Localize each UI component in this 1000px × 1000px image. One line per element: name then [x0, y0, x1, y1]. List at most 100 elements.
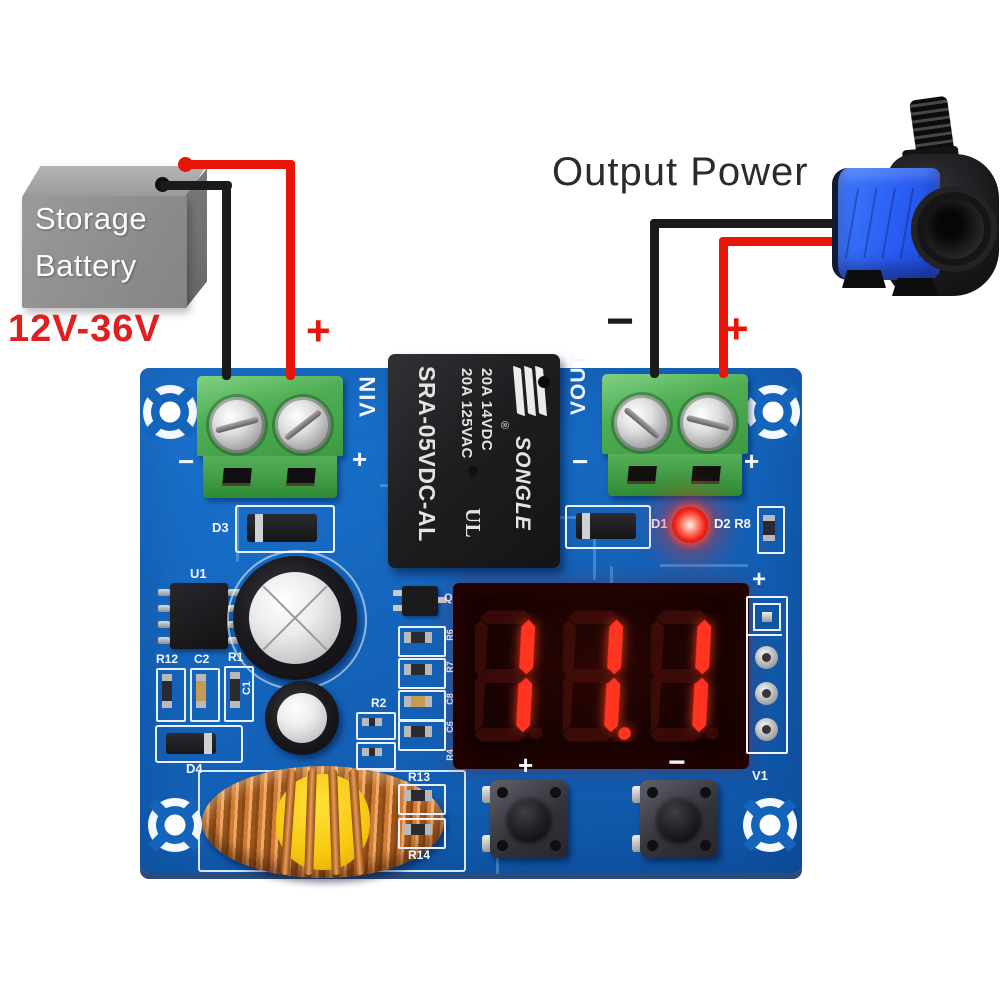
segment-d: [651, 727, 701, 742]
segment-d: [475, 727, 525, 742]
r14-resistor: [398, 818, 446, 849]
registered-mark: ®: [498, 421, 510, 430]
diode-stripe: [255, 514, 263, 542]
header-pad-round: [755, 718, 778, 741]
output-black-wire-vertical: [650, 219, 659, 378]
button-corner-dot: [647, 787, 658, 798]
button-cap: [506, 796, 552, 842]
winding-wire: [328, 768, 341, 876]
hole-center: [762, 401, 784, 423]
seven-segment-display: [453, 583, 749, 769]
input-black-wire-horizontal: [160, 181, 232, 190]
segment-e: [563, 677, 573, 733]
seven-seg-digit-2: [563, 610, 631, 742]
ic-pin: [158, 621, 170, 628]
header-divider: [748, 634, 782, 636]
output-minus-annotation: −: [606, 295, 635, 348]
transistor-leg: [438, 597, 447, 603]
smd-chip: [404, 790, 432, 801]
smd-capacitor: [398, 690, 446, 721]
ic-pin: [158, 589, 170, 596]
relay-brand: SONGLE: [511, 436, 534, 531]
r1-label: R1: [228, 650, 244, 664]
smd-chip: [196, 674, 206, 708]
flag-bar: [535, 365, 547, 417]
output-header-pins: [746, 596, 788, 754]
relay-center-dot: [468, 466, 478, 476]
header-pad-hole: [762, 725, 771, 734]
r12-label: R12: [156, 652, 179, 666]
button-corner-dot: [647, 840, 658, 851]
header-plus-mark: +: [752, 566, 767, 593]
smd-chip: [404, 664, 432, 675]
winding-wire: [348, 768, 365, 876]
smd-resistor: [398, 658, 446, 689]
button-corner-dot: [550, 787, 561, 798]
button-corner-dot: [550, 840, 561, 851]
input-red-wire-horizontal: [183, 160, 295, 169]
r13-label: R13: [408, 770, 431, 784]
power-led: [672, 507, 708, 543]
smd-resistor: [398, 720, 446, 751]
relay-brand-row: ® SONGLE: [496, 354, 560, 568]
segment-e: [651, 677, 661, 733]
terminal-screw: [614, 395, 670, 451]
r1-resistor: [224, 666, 254, 722]
button-corner-dot: [700, 787, 711, 798]
pcb-trace: [236, 504, 239, 562]
smd-chip: [404, 696, 432, 707]
output-power-title: Output Power: [552, 150, 809, 194]
relay-pin-hole: [538, 376, 550, 388]
q1-transistor: [393, 586, 447, 616]
relay-ratings: 20A 14VDC 20A 125VAC UL: [444, 354, 496, 568]
screw-slot: [214, 416, 260, 434]
d3-outline: [235, 505, 335, 553]
mounting-hole: [143, 385, 197, 439]
pcb-board: VIN + − VOUT − + ® SONGLE 20A 14VDC: [140, 353, 802, 878]
segment-e: [475, 677, 485, 733]
seven-seg-digit-1: [475, 610, 543, 742]
smd-chip: [404, 824, 432, 835]
songle-flag-logo: [512, 365, 548, 417]
c1-capacitor: [265, 681, 339, 755]
d4-outline: [155, 725, 243, 763]
segment-c: [516, 677, 533, 733]
pump-foot: [842, 270, 886, 288]
smd-chip: [404, 726, 432, 737]
capacitor-top: [277, 693, 327, 743]
vin-silkscreen-label: VIN: [355, 374, 380, 417]
battery-voltage-range: 12V-36V: [8, 308, 161, 350]
relay-markings: ® SONGLE 20A 14VDC 20A 125VAC UL SRA-05V…: [388, 354, 560, 568]
terminal-wire-entry: [608, 454, 742, 496]
wire-slot: [222, 468, 252, 486]
segment-c: [692, 677, 709, 733]
d3-label: D3: [212, 520, 229, 535]
header-pad-square: [753, 603, 781, 631]
input-plus-annotation: +: [306, 307, 331, 354]
decimal-point: [706, 727, 719, 740]
diode-stripe: [582, 513, 590, 539]
segment-g: [477, 669, 528, 683]
ic-pin: [158, 637, 170, 644]
smd-chip: [763, 515, 775, 541]
d3-diode: [247, 514, 317, 542]
segment-b: [695, 619, 712, 675]
u1-label: U1: [190, 566, 207, 581]
button-minus-label: −: [668, 746, 686, 779]
d1-label: D1: [651, 516, 668, 531]
increase-button[interactable]: [482, 780, 568, 858]
button-corner-dot: [497, 787, 508, 798]
r8-resistor: [757, 506, 785, 554]
r12-resistor: [156, 668, 186, 722]
smd-chip: [230, 672, 240, 708]
battery-label-line1: Storage: [35, 201, 148, 236]
wire-slot: [286, 468, 316, 486]
d4-diode: [166, 733, 216, 754]
segment-a: [568, 610, 620, 625]
wire-slot: [627, 466, 657, 484]
header-pad-round: [755, 646, 778, 669]
ul-cert-mark: UL: [461, 508, 485, 538]
water-pump: [825, 92, 1000, 297]
decrease-button[interactable]: [632, 780, 718, 858]
mounting-hole: [746, 385, 800, 439]
